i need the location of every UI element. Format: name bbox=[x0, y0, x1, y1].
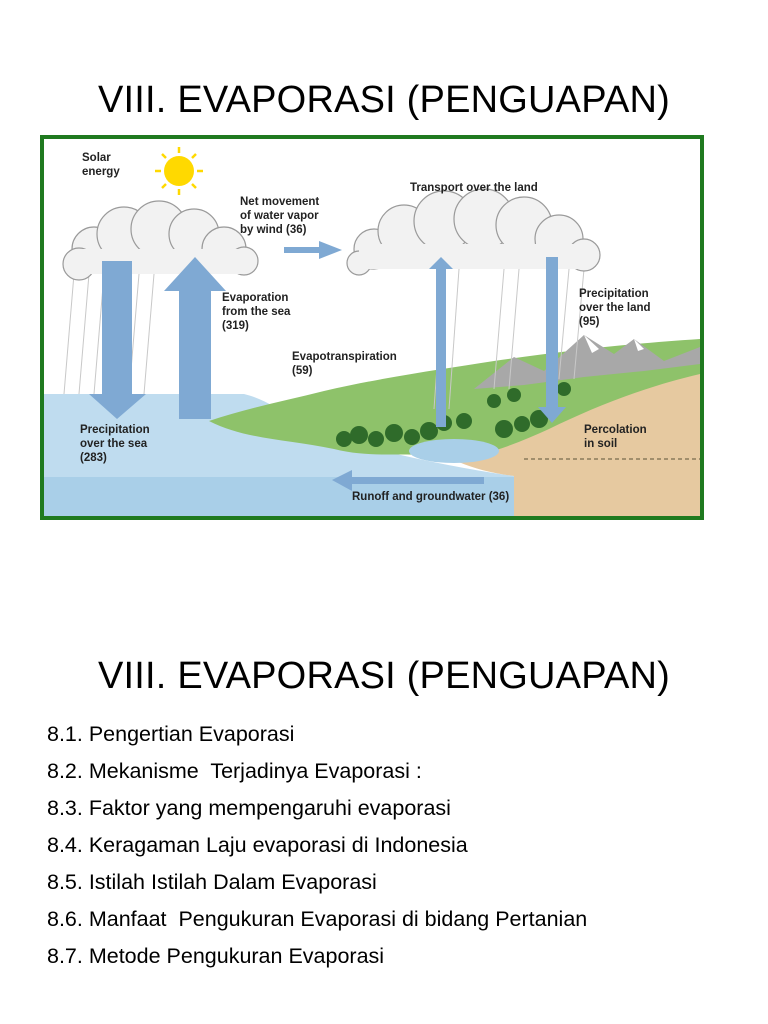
arrow-evapotranspiration bbox=[429, 257, 453, 427]
trees bbox=[336, 382, 571, 447]
label-solar-energy: Solar energy bbox=[82, 152, 120, 178]
label-precip-land: Precipitation over the land (95) bbox=[579, 288, 654, 328]
outline-item: 8.1. Pengertian Evaporasi bbox=[47, 722, 295, 746]
outline-list: 8.1. Pengertian Evaporasi 8.2. Mekanisme… bbox=[47, 716, 587, 975]
slide-2-title: VIII. EVAPORASI (PENGUAPAN) bbox=[97, 655, 670, 698]
label-precip-sea: Precipitation over the sea (283) bbox=[80, 424, 153, 464]
outline-item: 8.5. Istilah Istilah Dalam Evaporasi bbox=[47, 870, 377, 894]
label-evapotranspiration: Evapotranspiration (59) bbox=[292, 351, 400, 377]
outline-item: 8.2. Mekanisme Terjadinya Evaporasi : bbox=[47, 759, 422, 783]
arrow-runoff bbox=[332, 470, 484, 491]
outline-item: 8.6. Manfaat Pengukuran Evaporasi di bid… bbox=[47, 907, 588, 931]
arrow-precip-land bbox=[538, 257, 566, 423]
label-transport-land: Transport over the land bbox=[410, 182, 538, 194]
arrow-evaporation bbox=[164, 257, 226, 419]
label-evaporation-sea: Evaporation from the sea (319) bbox=[222, 292, 294, 332]
lake bbox=[409, 439, 499, 463]
outline-item: 8.7. Metode Pengukuran Evaporasi bbox=[47, 944, 385, 968]
outline-item: 8.4. Keragaman Laju evaporasi di Indones… bbox=[47, 833, 468, 857]
arrow-precip-sea bbox=[89, 261, 146, 419]
arrow-net-movement bbox=[284, 241, 342, 259]
slide-1-title: VIII. EVAPORASI (PENGUAPAN) bbox=[97, 79, 670, 122]
cloud-right bbox=[346, 188, 601, 276]
water-cycle-diagram: Solar energy Net movement of water vapor… bbox=[40, 135, 704, 520]
label-percolation: Percolation in soil bbox=[584, 424, 650, 450]
label-net-movement: Net movement of water vapor by wind (36) bbox=[240, 196, 322, 236]
sun-icon bbox=[155, 147, 203, 195]
label-runoff: Runoff and groundwater (36) bbox=[352, 491, 509, 503]
outline-item: 8.3. Faktor yang mempengaruhi evaporasi bbox=[47, 796, 451, 820]
